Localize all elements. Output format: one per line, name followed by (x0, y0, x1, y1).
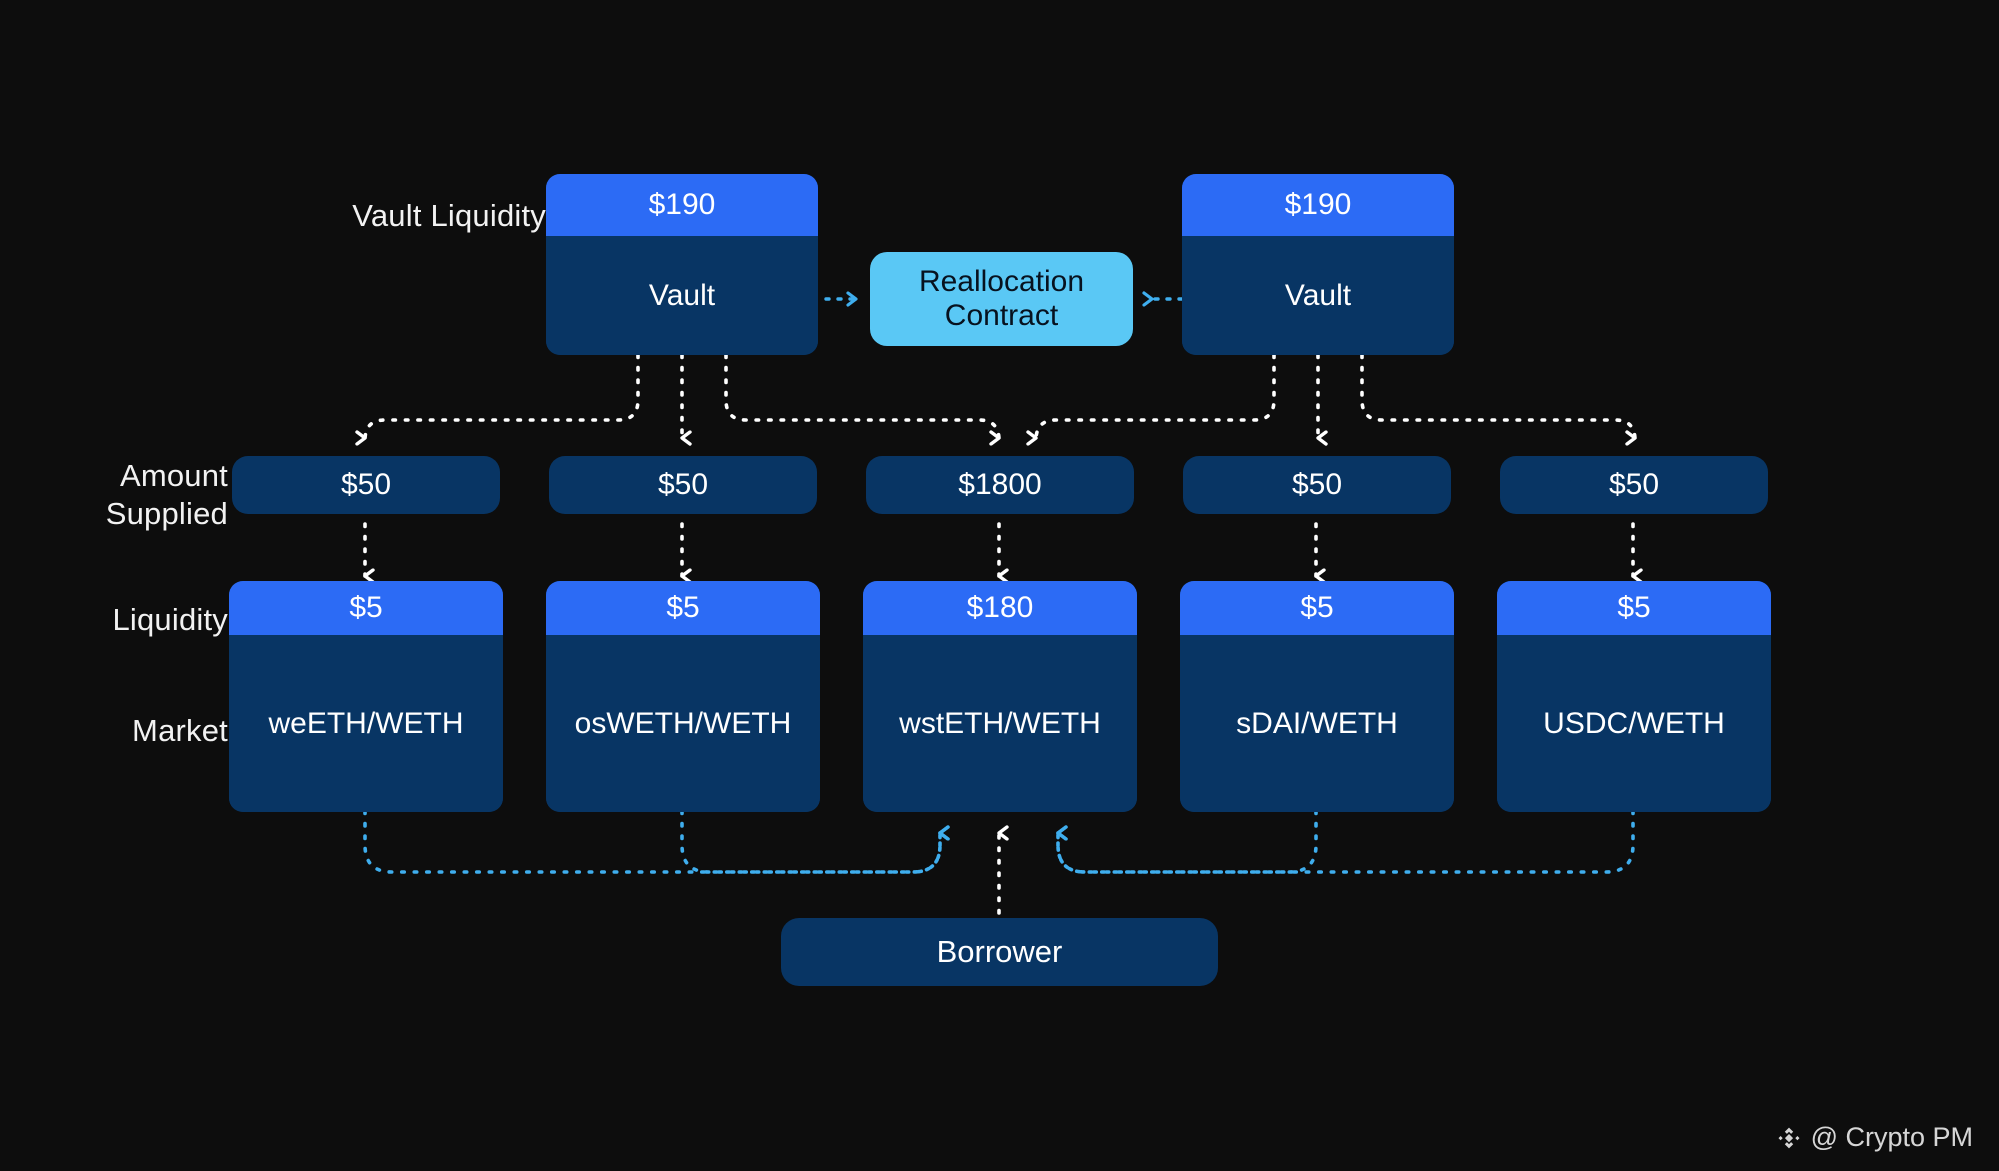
amount-supplied-pill-5[interactable]: $50 (1500, 456, 1768, 514)
market-3-liquidity-value: $180 (863, 581, 1137, 635)
wire-borrower-to-market2 (680, 809, 940, 874)
market-card-5[interactable]: $5 USDC/WETH (1497, 581, 1771, 812)
vault-card-right[interactable]: $190 Vault (1182, 174, 1454, 355)
market-1-name: weETH/WETH (229, 635, 503, 812)
market-3-name: wstETH/WETH (863, 635, 1137, 812)
amount-supplied-pill-1[interactable]: $50 (232, 456, 500, 514)
market-4-liquidity-value: $5 (1180, 581, 1454, 635)
reallocation-contract-node[interactable]: Reallocation Contract (870, 252, 1133, 346)
vault-card-left[interactable]: $190 Vault (546, 174, 818, 355)
vault-right-label: Vault (1182, 236, 1454, 355)
market-card-4[interactable]: $5 sDAI/WETH (1180, 581, 1454, 812)
row-label-vault-liquidity: Vault Liquidity (352, 198, 546, 233)
market-card-3[interactable]: $180 wstETH/WETH (863, 581, 1137, 812)
wire-borrower-to-market5 (1056, 809, 1635, 874)
vault-left-liquidity-value: $190 (546, 174, 818, 236)
watermark-handle: @ Crypto PM (1810, 1122, 1973, 1152)
market-2-liquidity-value: $5 (546, 581, 820, 635)
row-label-market: Market (132, 713, 228, 748)
row-label-liquidity: Liquidity (112, 602, 228, 637)
vault-right-liquidity-value: $190 (1182, 174, 1454, 236)
borrower-node[interactable]: Borrower (781, 918, 1218, 986)
market-4-name: sDAI/WETH (1180, 635, 1454, 812)
amount-supplied-pill-3[interactable]: $1800 (866, 456, 1134, 514)
vault-left-label: Vault (546, 236, 818, 355)
market-card-2[interactable]: $5 osWETH/WETH (546, 581, 820, 812)
amount-supplied-pill-2[interactable]: $50 (549, 456, 817, 514)
market-card-1[interactable]: $5 weETH/WETH (229, 581, 503, 812)
wire-borrower-to-market1 (363, 809, 940, 874)
amount-supplied-pill-4[interactable]: $50 (1183, 456, 1451, 514)
wire-vaultR-to-col5 (1360, 353, 1637, 440)
wire-vaultL-to-col3 (724, 353, 1001, 440)
market-2-name: osWETH/WETH (546, 635, 820, 812)
wire-borrower-to-market4 (1056, 809, 1318, 874)
market-5-liquidity-value: $5 (1497, 581, 1771, 635)
diamond-cluster-logo-icon (1776, 1125, 1802, 1151)
market-1-liquidity-value: $5 (229, 581, 503, 635)
watermark: @ Crypto PM (1776, 1122, 1973, 1153)
market-5-name: USDC/WETH (1497, 635, 1771, 812)
row-label-amount-supplied: Amount Supplied (105, 458, 228, 531)
wire-vaultR-to-col3 (1036, 353, 1276, 440)
wire-vaultL-to-col1 (365, 353, 640, 440)
